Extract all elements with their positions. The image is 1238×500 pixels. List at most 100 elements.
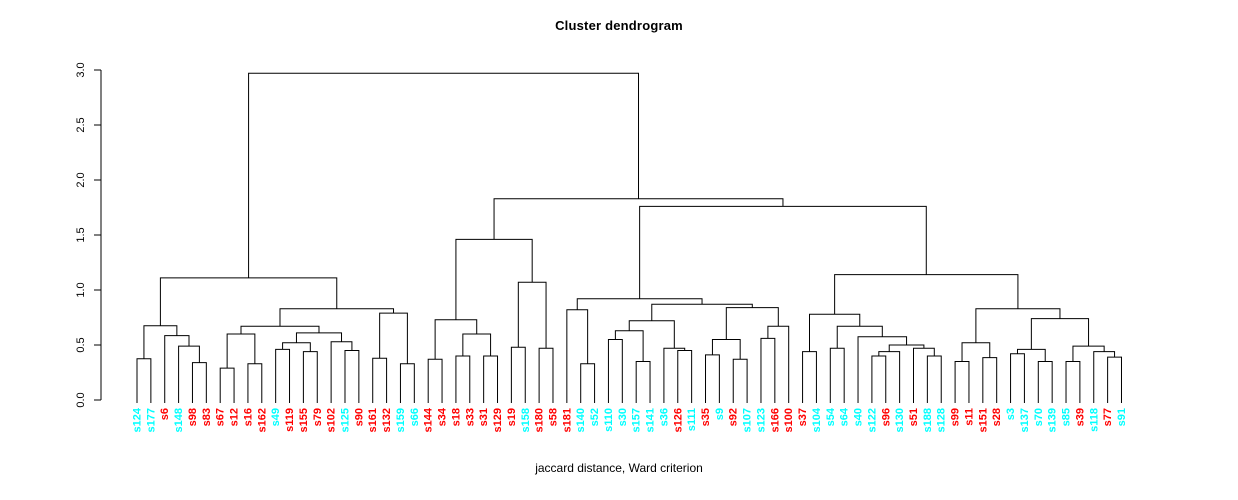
leaf-label: s159 bbox=[395, 408, 407, 432]
y-tick-label: 2.5 bbox=[75, 117, 87, 132]
dendrogram-link bbox=[455, 355, 471, 403]
leaf-label: s132 bbox=[381, 408, 393, 432]
dendrogram-link bbox=[1010, 353, 1025, 403]
leaf-label: s118 bbox=[1088, 408, 1100, 432]
leaf-label: s18 bbox=[450, 408, 462, 426]
y-tick-label: 0.0 bbox=[75, 392, 87, 407]
dendrogram-link bbox=[247, 363, 263, 403]
leaf-label: s70 bbox=[1033, 408, 1045, 426]
leaf-label: s52 bbox=[589, 408, 601, 426]
leaf-label: s77 bbox=[1102, 408, 1114, 426]
leaf-label: s102 bbox=[326, 408, 338, 432]
dendrogram-link bbox=[379, 312, 408, 364]
dendrogram-link bbox=[517, 281, 547, 349]
leaf-label: s49 bbox=[270, 408, 282, 426]
leaf-label: s188 bbox=[922, 408, 934, 432]
dendrogram-link bbox=[628, 320, 675, 349]
dendrogram-link bbox=[926, 355, 942, 403]
dendrogram-link bbox=[663, 347, 686, 403]
leaf-label: s110 bbox=[603, 408, 615, 432]
leaf-label: s96 bbox=[880, 408, 892, 426]
leaf-label: s79 bbox=[312, 408, 324, 426]
leaf-label: s12 bbox=[229, 408, 241, 426]
dendrogram-link bbox=[399, 363, 415, 403]
leaf-label: s144 bbox=[423, 407, 435, 432]
dendrogram-link bbox=[732, 358, 748, 403]
y-tick-label: 2.0 bbox=[75, 172, 87, 187]
dendrogram-link bbox=[614, 330, 644, 362]
leaf-label: s181 bbox=[561, 408, 573, 432]
leaf-label: s166 bbox=[769, 408, 781, 432]
dendrogram-link bbox=[1065, 361, 1081, 403]
chart-title: Cluster dendrogram bbox=[555, 18, 683, 33]
leaf-label: s140 bbox=[575, 408, 587, 432]
dendrogram-link bbox=[178, 345, 200, 403]
leaf-label: s34 bbox=[437, 407, 449, 426]
leaf-label: s36 bbox=[658, 408, 670, 426]
dendrogram-link bbox=[580, 363, 596, 403]
leaf-label: s35 bbox=[700, 408, 712, 426]
leaf-label: s67 bbox=[215, 408, 227, 426]
y-tick-label: 0.5 bbox=[75, 337, 87, 352]
dendrogram-link bbox=[635, 361, 651, 403]
leaf-label: s148 bbox=[173, 408, 185, 432]
leaf-label: s155 bbox=[298, 408, 310, 432]
leaf-label: s141 bbox=[645, 408, 657, 432]
dendrogram-link bbox=[711, 339, 741, 360]
dendrogram-link bbox=[878, 351, 901, 403]
dendrogram-link bbox=[809, 313, 861, 352]
y-tick-label: 1.5 bbox=[75, 227, 87, 242]
leaf-label: s58 bbox=[547, 408, 559, 426]
dendrogram-link bbox=[434, 319, 478, 360]
dendrogram-link bbox=[871, 355, 887, 403]
dendrogram-link bbox=[1072, 345, 1105, 362]
leaf-label: s100 bbox=[783, 408, 795, 432]
dendrogram-link bbox=[639, 205, 927, 299]
leaf-label: s85 bbox=[1061, 408, 1073, 426]
leaf-label: s161 bbox=[367, 408, 379, 432]
dendrogram-link bbox=[455, 238, 533, 320]
leaf-label: s91 bbox=[1116, 408, 1128, 426]
dendrogram-link bbox=[607, 339, 623, 403]
leaf-label: s130 bbox=[894, 408, 906, 432]
dendrogram-link bbox=[651, 303, 753, 321]
leaf-label: s39 bbox=[1074, 408, 1086, 426]
dendrogram-link bbox=[136, 358, 152, 403]
leaf-label: s31 bbox=[478, 408, 490, 426]
dendrogram-link bbox=[1093, 351, 1116, 403]
dendrogram-link bbox=[802, 351, 817, 403]
leaf-label: s139 bbox=[1047, 408, 1059, 432]
dendrogram-link bbox=[760, 337, 776, 403]
leaf-label: s111 bbox=[686, 408, 698, 431]
dendrogram-link bbox=[279, 308, 395, 327]
dendrogram-link bbox=[836, 325, 883, 349]
dendrogram-link bbox=[725, 307, 779, 340]
leaf-label: s51 bbox=[908, 408, 920, 426]
dendrogram-link bbox=[219, 367, 235, 403]
dendrogram-link bbox=[510, 346, 526, 403]
leaf-label: s40 bbox=[853, 408, 865, 426]
dendrogram-link bbox=[372, 357, 388, 403]
leaf-label: s83 bbox=[201, 408, 213, 426]
leaf-label: s126 bbox=[672, 408, 684, 432]
dendrogram-link bbox=[1016, 348, 1046, 362]
dendrogram-link bbox=[1030, 318, 1090, 350]
leaf-label: s90 bbox=[353, 408, 365, 426]
leaf-label: s37 bbox=[797, 408, 809, 426]
leaf-label: s162 bbox=[256, 408, 268, 432]
leaf-label: s128 bbox=[936, 408, 948, 432]
leaf-label: s9 bbox=[714, 408, 726, 420]
leaf-label: s151 bbox=[977, 408, 989, 432]
dendrogram-link bbox=[1107, 356, 1122, 403]
dendrogram-link bbox=[462, 333, 492, 356]
dendrogram-link bbox=[961, 342, 991, 362]
y-tick-label: 1.0 bbox=[75, 282, 87, 297]
dendrogram-link bbox=[226, 333, 256, 369]
leaf-label: s64 bbox=[839, 407, 851, 426]
leaf-label: s129 bbox=[492, 408, 504, 432]
dendrogram-link bbox=[538, 347, 554, 403]
leaf-label: s66 bbox=[409, 408, 421, 426]
leaf-label: s19 bbox=[506, 408, 518, 426]
dendrogram-link bbox=[705, 354, 720, 403]
leaf-label: s99 bbox=[950, 408, 962, 426]
